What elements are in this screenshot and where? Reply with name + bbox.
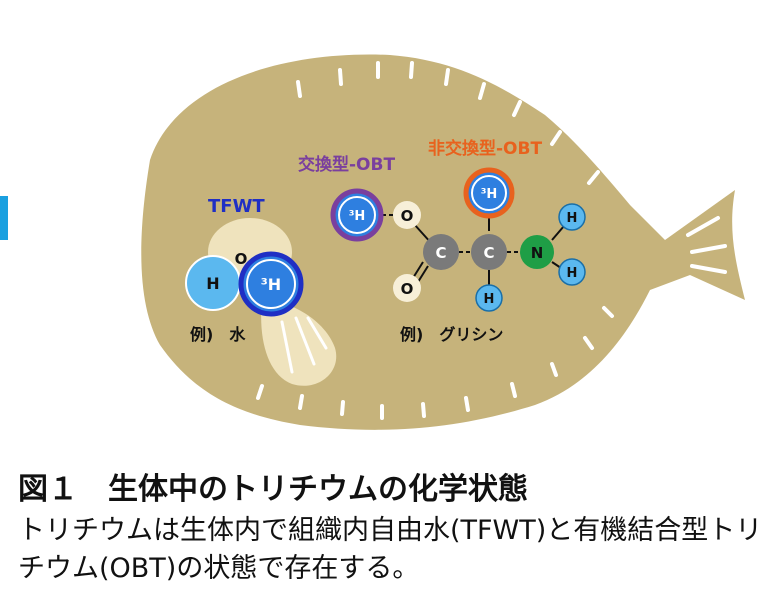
carbonyl-o-text: O <box>401 280 414 298</box>
tfwt-label: TFWT <box>208 196 265 217</box>
amine-hydrogen-bottom <box>558 258 586 286</box>
water-tritium-atom <box>238 251 304 317</box>
carbon-atom-2 <box>471 234 507 270</box>
nonexchange-obt-label: 非交換型-OBT <box>428 138 542 159</box>
caption-body: トリチウムは生体内で組織内自由水(TFWT)と有機結合型トリチウム(OBT)の状… <box>18 515 763 584</box>
n-text: N <box>531 244 544 262</box>
exchange-obt-label: 交換型-OBT <box>298 154 395 175</box>
water-tritium-text: ³H <box>261 275 281 294</box>
water-molecule: H O ³H <box>185 250 304 317</box>
exchange-o-text: O <box>401 207 414 225</box>
c2-text: C <box>483 244 494 262</box>
caption-title: 図１ 生体中のトリチウムの化学状態 <box>18 472 528 507</box>
accent-bar <box>0 196 8 240</box>
water-example-label: 例) 水 <box>190 325 246 344</box>
exchange-tritium-text: ³H <box>349 209 366 224</box>
nh-bottom-text: H <box>567 266 578 281</box>
exchange-tritium-atom <box>330 188 384 242</box>
tail-fin-rays <box>686 216 727 274</box>
bonds <box>382 214 565 286</box>
water-h-text: H <box>206 274 219 293</box>
carbon-atom-1 <box>423 234 459 270</box>
exchange-oxygen-atom <box>393 201 421 229</box>
nitrogen-atom <box>520 235 554 269</box>
glycine-example-label: 例) グリシン <box>400 325 503 344</box>
figure-caption: 図１ 生体中のトリチウムの化学状態 トリチウムは生体内で組織内自由水(TFWT)… <box>18 470 778 588</box>
c1-text: C <box>435 244 446 262</box>
carbonyl-oxygen-atom <box>393 274 421 302</box>
c2-h-bottom-text: H <box>484 292 495 307</box>
nonexchange-tritium-text: ³H <box>481 187 498 202</box>
carbon-hydrogen-bottom <box>475 284 503 312</box>
nh-top-text: H <box>567 211 578 226</box>
water-o-text: O <box>235 250 248 268</box>
tritium-fish-diagram: TFWT 交換型-OBT 非交換型-OBT 例) 水 例) グリシン H O ³… <box>141 54 746 430</box>
amine-hydrogen-top <box>558 203 586 231</box>
glycine-molecule: ³H O O C C ³H N H H H <box>330 167 586 312</box>
fin-ticks <box>256 61 614 420</box>
